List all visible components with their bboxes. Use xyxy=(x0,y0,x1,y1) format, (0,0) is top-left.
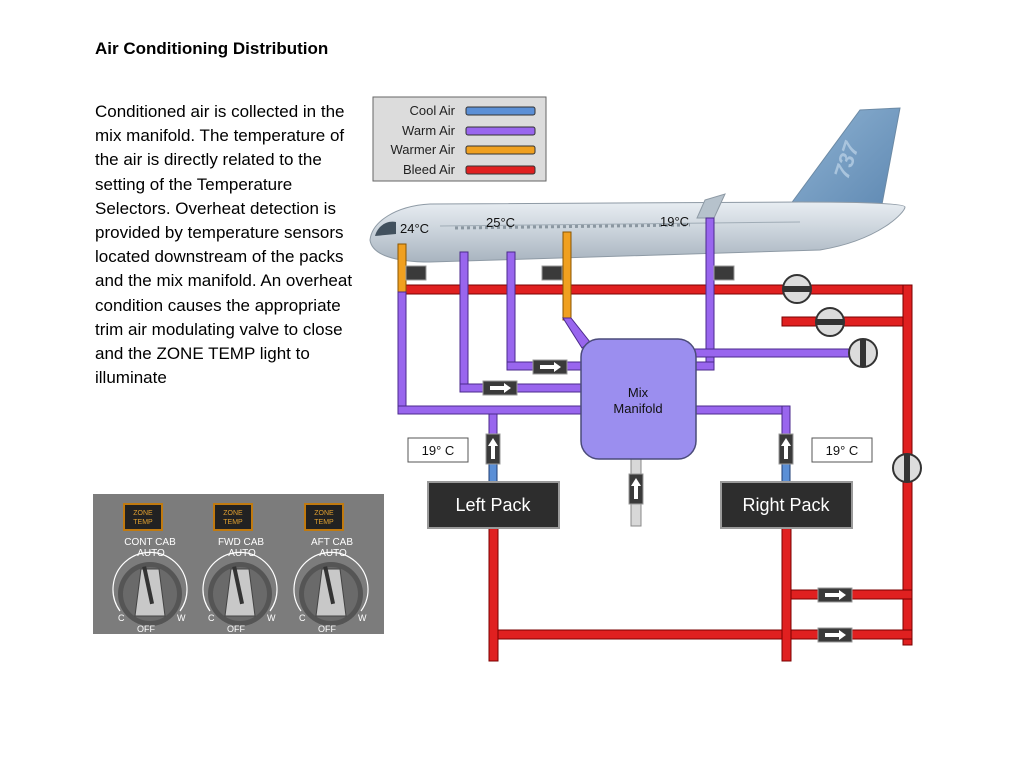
slide-title: Air Conditioning Distribution xyxy=(95,39,329,58)
trim-air-valve-icon xyxy=(815,307,845,337)
cool-label: C xyxy=(299,613,306,623)
flow-arrow-icon xyxy=(817,627,853,643)
selector-fwd-cab: ZONE TEMP FWD CAB AUTO C W OFF xyxy=(202,503,278,634)
aircraft: 737 24°C 25°C 19°C xyxy=(369,107,906,263)
selector-name: CONT CAB xyxy=(124,537,176,548)
off-label: OFF xyxy=(137,624,155,634)
zone-temp-aft: 19°C xyxy=(660,214,689,229)
selector-auto-label: AUTO xyxy=(228,548,256,559)
zone-temp-light-line2: TEMP xyxy=(223,519,243,526)
trim-air-valve-icon xyxy=(892,453,922,483)
legend-warmer-swatch xyxy=(465,145,536,155)
flow-arrow-icon xyxy=(532,359,568,375)
selector-name: FWD CAB xyxy=(218,537,264,548)
temperature-selector-panel: ZONE TEMP CONT CAB AUTO C W OFF ZONE TEM… xyxy=(93,494,384,634)
left-pack-temp-box: 19° C xyxy=(407,437,469,463)
warm-duct-middle-right-down xyxy=(506,251,516,371)
right-pack-label: Right Pack xyxy=(742,495,830,515)
cool-label: C xyxy=(208,613,215,623)
flow-arrow-icon xyxy=(628,473,644,505)
legend-bleed-label: Bleed Air xyxy=(403,162,456,177)
mix-manifold-label-line2: Manifold xyxy=(613,401,662,416)
warm-label: W xyxy=(177,613,186,623)
flow-arrow-icon xyxy=(482,380,518,396)
zone-temp-middle: 25°C xyxy=(486,215,515,230)
zone-temp-light-line1: ZONE xyxy=(133,510,153,517)
aircraft-fuselage xyxy=(369,201,906,263)
right-pack: Right Pack xyxy=(720,481,853,529)
selector-auto-label: AUTO xyxy=(137,548,165,559)
zone-temp-light-line2: TEMP xyxy=(133,519,153,526)
selector-aft-cab: ZONE TEMP AFT CAB AUTO C W OFF xyxy=(293,503,369,634)
legend: Cool Air Warm Air Warmer Air Bleed Air xyxy=(372,96,547,182)
warmer-duct-forward xyxy=(397,243,407,293)
zone-temp-light-line2: TEMP xyxy=(314,519,334,526)
zone-temp-forward: 24°C xyxy=(400,221,429,236)
legend-warm-swatch xyxy=(465,126,536,136)
off-label: OFF xyxy=(227,624,245,634)
legend-cool-label: Cool Air xyxy=(409,103,455,118)
bleed-duct-middle xyxy=(781,316,913,327)
right-pack-temp: 19° C xyxy=(826,443,859,458)
mix-manifold-label-line1: Mix xyxy=(628,385,649,400)
zone-temp-light-line1: ZONE xyxy=(223,510,243,517)
warm-label: W xyxy=(358,613,367,623)
left-pack: Left Pack xyxy=(427,481,560,529)
selector-cont-cab: ZONE TEMP CONT CAB AUTO C W OFF xyxy=(112,503,188,634)
off-label: OFF xyxy=(318,624,336,634)
right-pack-temp-box: 19° C xyxy=(811,437,873,463)
warmer-duct-middle xyxy=(562,231,572,321)
warm-duct-middle-left xyxy=(459,383,587,393)
warm-duct-right-pack-out xyxy=(689,405,791,415)
warm-duct-forward-down xyxy=(397,291,407,415)
legend-warmer-label: Warmer Air xyxy=(390,142,455,157)
legend-cool-swatch xyxy=(465,106,536,116)
warm-duct-trim-right xyxy=(689,348,869,358)
warm-duct-middle-left-down xyxy=(459,251,469,393)
bleed-duct-upper xyxy=(397,284,913,295)
warm-duct-left-pack-riser xyxy=(488,413,498,437)
bleed-duct-left-pack xyxy=(488,527,499,662)
warm-duct-bottom-left xyxy=(397,405,587,415)
warm-duct-diagonal xyxy=(562,317,591,349)
selector-name: AFT CAB xyxy=(311,537,353,548)
distribution-diagram: Cool Air Warm Air Warmer Air Bleed Air 7… xyxy=(369,96,922,662)
selector-auto-label: AUTO xyxy=(319,548,347,559)
mix-manifold: Mix Manifold xyxy=(580,338,697,460)
legend-warm-label: Warm Air xyxy=(402,123,456,138)
trim-air-valve-icon xyxy=(848,338,878,368)
flow-arrow-icon xyxy=(817,587,853,603)
legend-bleed-swatch xyxy=(465,165,536,175)
flow-arrow-icon xyxy=(485,433,501,465)
trim-air-valve-icon xyxy=(782,274,812,304)
warm-air-ducts xyxy=(397,217,869,437)
cool-label: C xyxy=(118,613,125,623)
duct-sensor-icon xyxy=(405,265,735,281)
warm-label: W xyxy=(267,613,276,623)
left-pack-label: Left Pack xyxy=(455,495,531,515)
flow-arrow-icon xyxy=(778,433,794,465)
description-text: Conditioned air is collected in the mix … xyxy=(95,102,353,388)
left-pack-temp: 19° C xyxy=(422,443,455,458)
warm-duct-aft-down xyxy=(705,217,715,371)
bleed-duct-right-pack xyxy=(781,527,792,662)
zone-temp-light-line1: ZONE xyxy=(314,510,334,517)
warm-duct-right-pack-riser xyxy=(781,405,791,437)
